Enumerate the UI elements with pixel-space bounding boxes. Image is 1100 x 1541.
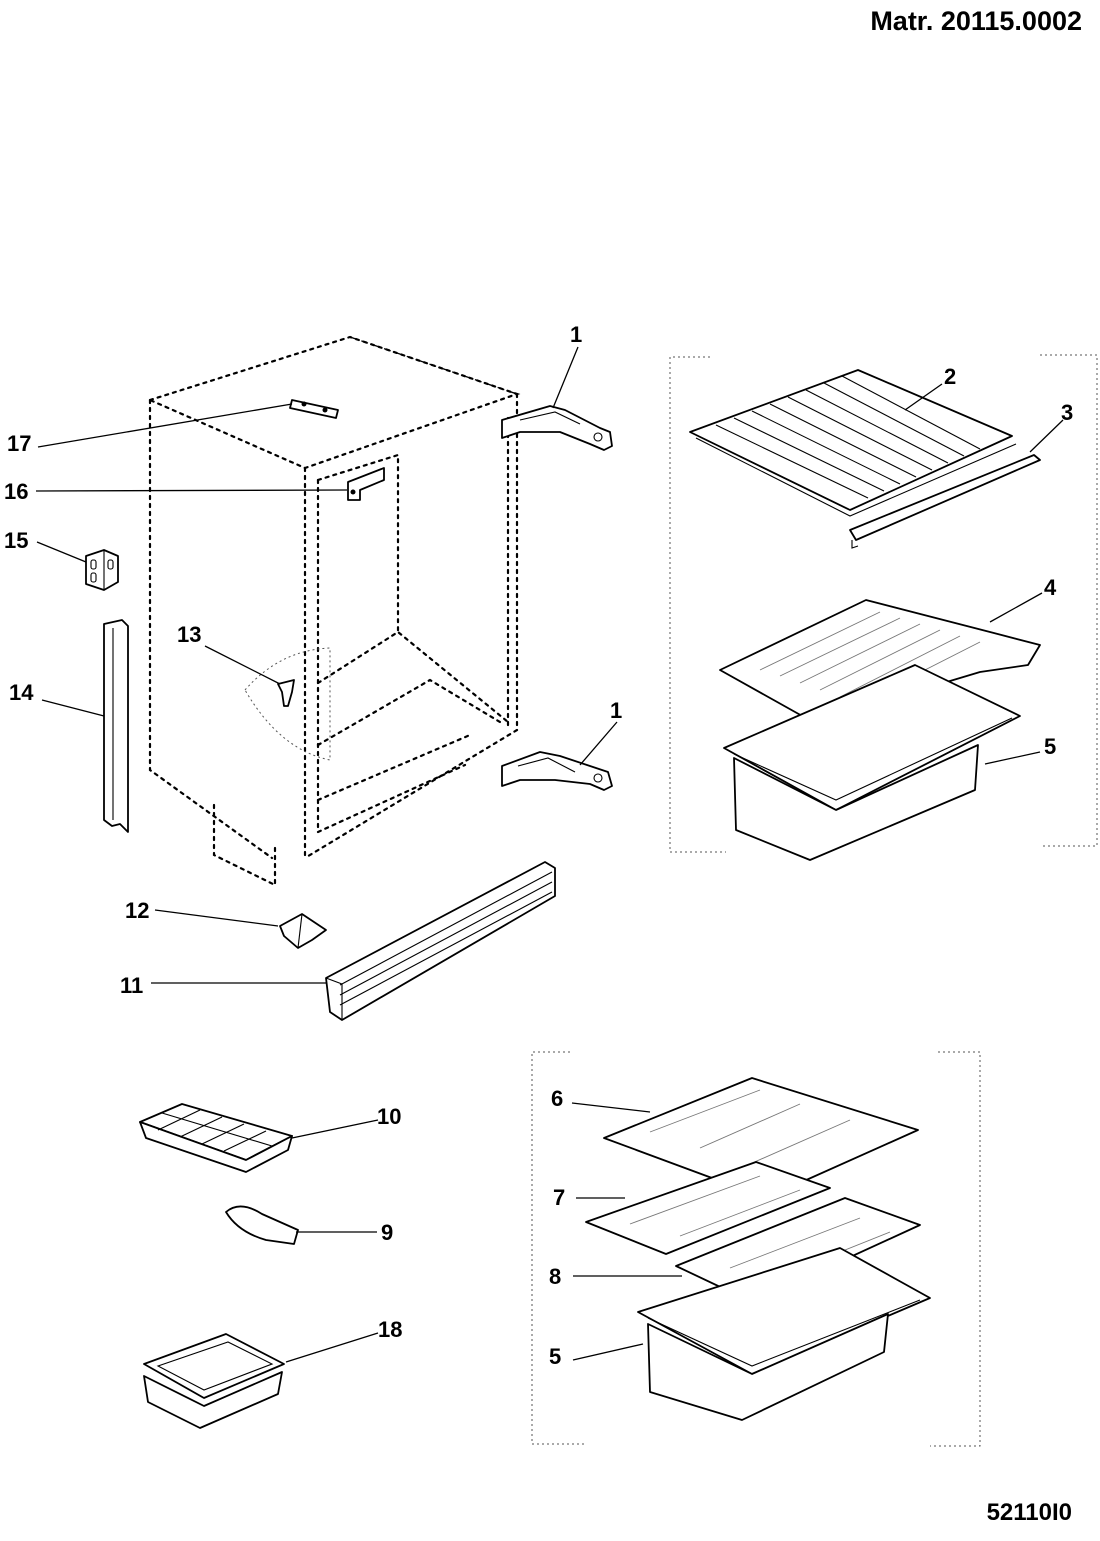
cabinet-outline — [146, 335, 521, 887]
part-3-shelf-trim — [849, 454, 1041, 549]
part-18-container — [143, 1333, 285, 1429]
part-10-ice-tray — [139, 1103, 293, 1173]
leader-lines — [35, 346, 1064, 1363]
part-12-clip — [279, 913, 327, 949]
callout-1-bottom: 1 — [610, 698, 622, 723]
callout-17: 17 — [7, 431, 31, 456]
callout-5-lower: 5 — [549, 1344, 561, 1369]
part-2-wire-shelf — [689, 369, 1017, 517]
material-number: Matr. 20115.0002 — [870, 6, 1082, 36]
part-5-crisper-drawer-upper — [723, 664, 1021, 861]
part-17-top-bracket — [289, 399, 339, 419]
part-16-bracket — [347, 467, 385, 501]
part-1-bottom-hinge — [501, 751, 613, 791]
part-11-door-rail — [325, 861, 556, 1021]
callout-8: 8 — [549, 1264, 561, 1289]
callout-14: 14 — [9, 680, 34, 705]
part-7-shelf — [585, 1161, 831, 1255]
callout-1-top: 1 — [570, 322, 582, 347]
callout-13: 13 — [177, 622, 201, 647]
part-5-crisper-drawer-lower — [637, 1247, 931, 1421]
callout-7: 7 — [553, 1185, 565, 1210]
callout-18: 18 — [378, 1317, 402, 1342]
callout-12: 12 — [125, 898, 149, 923]
callout-labels: 1 1 2 3 4 5 5 6 7 8 9 10 11 12 13 14 15 … — [4, 322, 1073, 1369]
drawing-code: 52110I0 — [986, 1499, 1072, 1526]
part-4-crisper-cover — [719, 599, 1041, 745]
callout-16: 16 — [4, 479, 28, 504]
callout-5-upper: 5 — [1044, 734, 1056, 759]
callout-2: 2 — [944, 364, 956, 389]
callout-3: 3 — [1061, 400, 1073, 425]
callout-9: 9 — [381, 1220, 393, 1245]
part-15-bracket — [85, 549, 119, 591]
part-1-top-hinge — [501, 405, 613, 451]
callout-15: 15 — [4, 528, 28, 553]
part-14-door-strip — [103, 619, 129, 833]
callout-6: 6 — [551, 1086, 563, 1111]
callout-10: 10 — [377, 1104, 401, 1129]
callout-11: 11 — [120, 973, 143, 998]
part-9-ice-scraper — [225, 1205, 299, 1245]
callout-4: 4 — [1044, 575, 1057, 600]
part-13-knob — [277, 679, 295, 707]
